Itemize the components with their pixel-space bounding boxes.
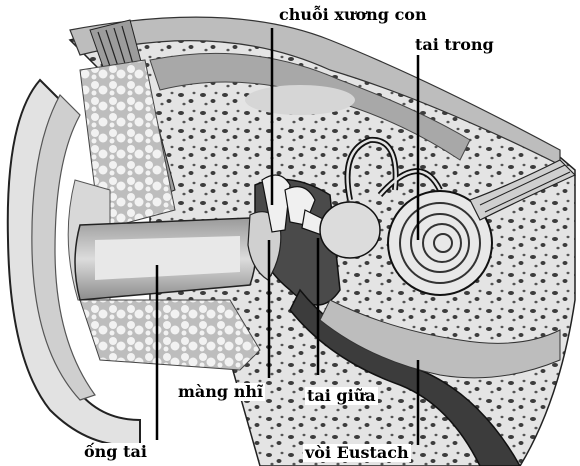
vestibule (320, 202, 380, 258)
fat-tissue-lower (80, 300, 260, 370)
label-ear-canal: ống tai (82, 443, 149, 461)
upper-tissue-highlight (245, 85, 355, 115)
label-eustachian-tube: vòi Eustach (303, 444, 411, 462)
label-eardrum: màng nhĩ (176, 383, 265, 401)
label-middle-ear: tai giữa (305, 387, 378, 405)
label-ossicles: chuỗi xương con (277, 6, 429, 24)
label-inner-ear: tai trong (413, 36, 496, 54)
